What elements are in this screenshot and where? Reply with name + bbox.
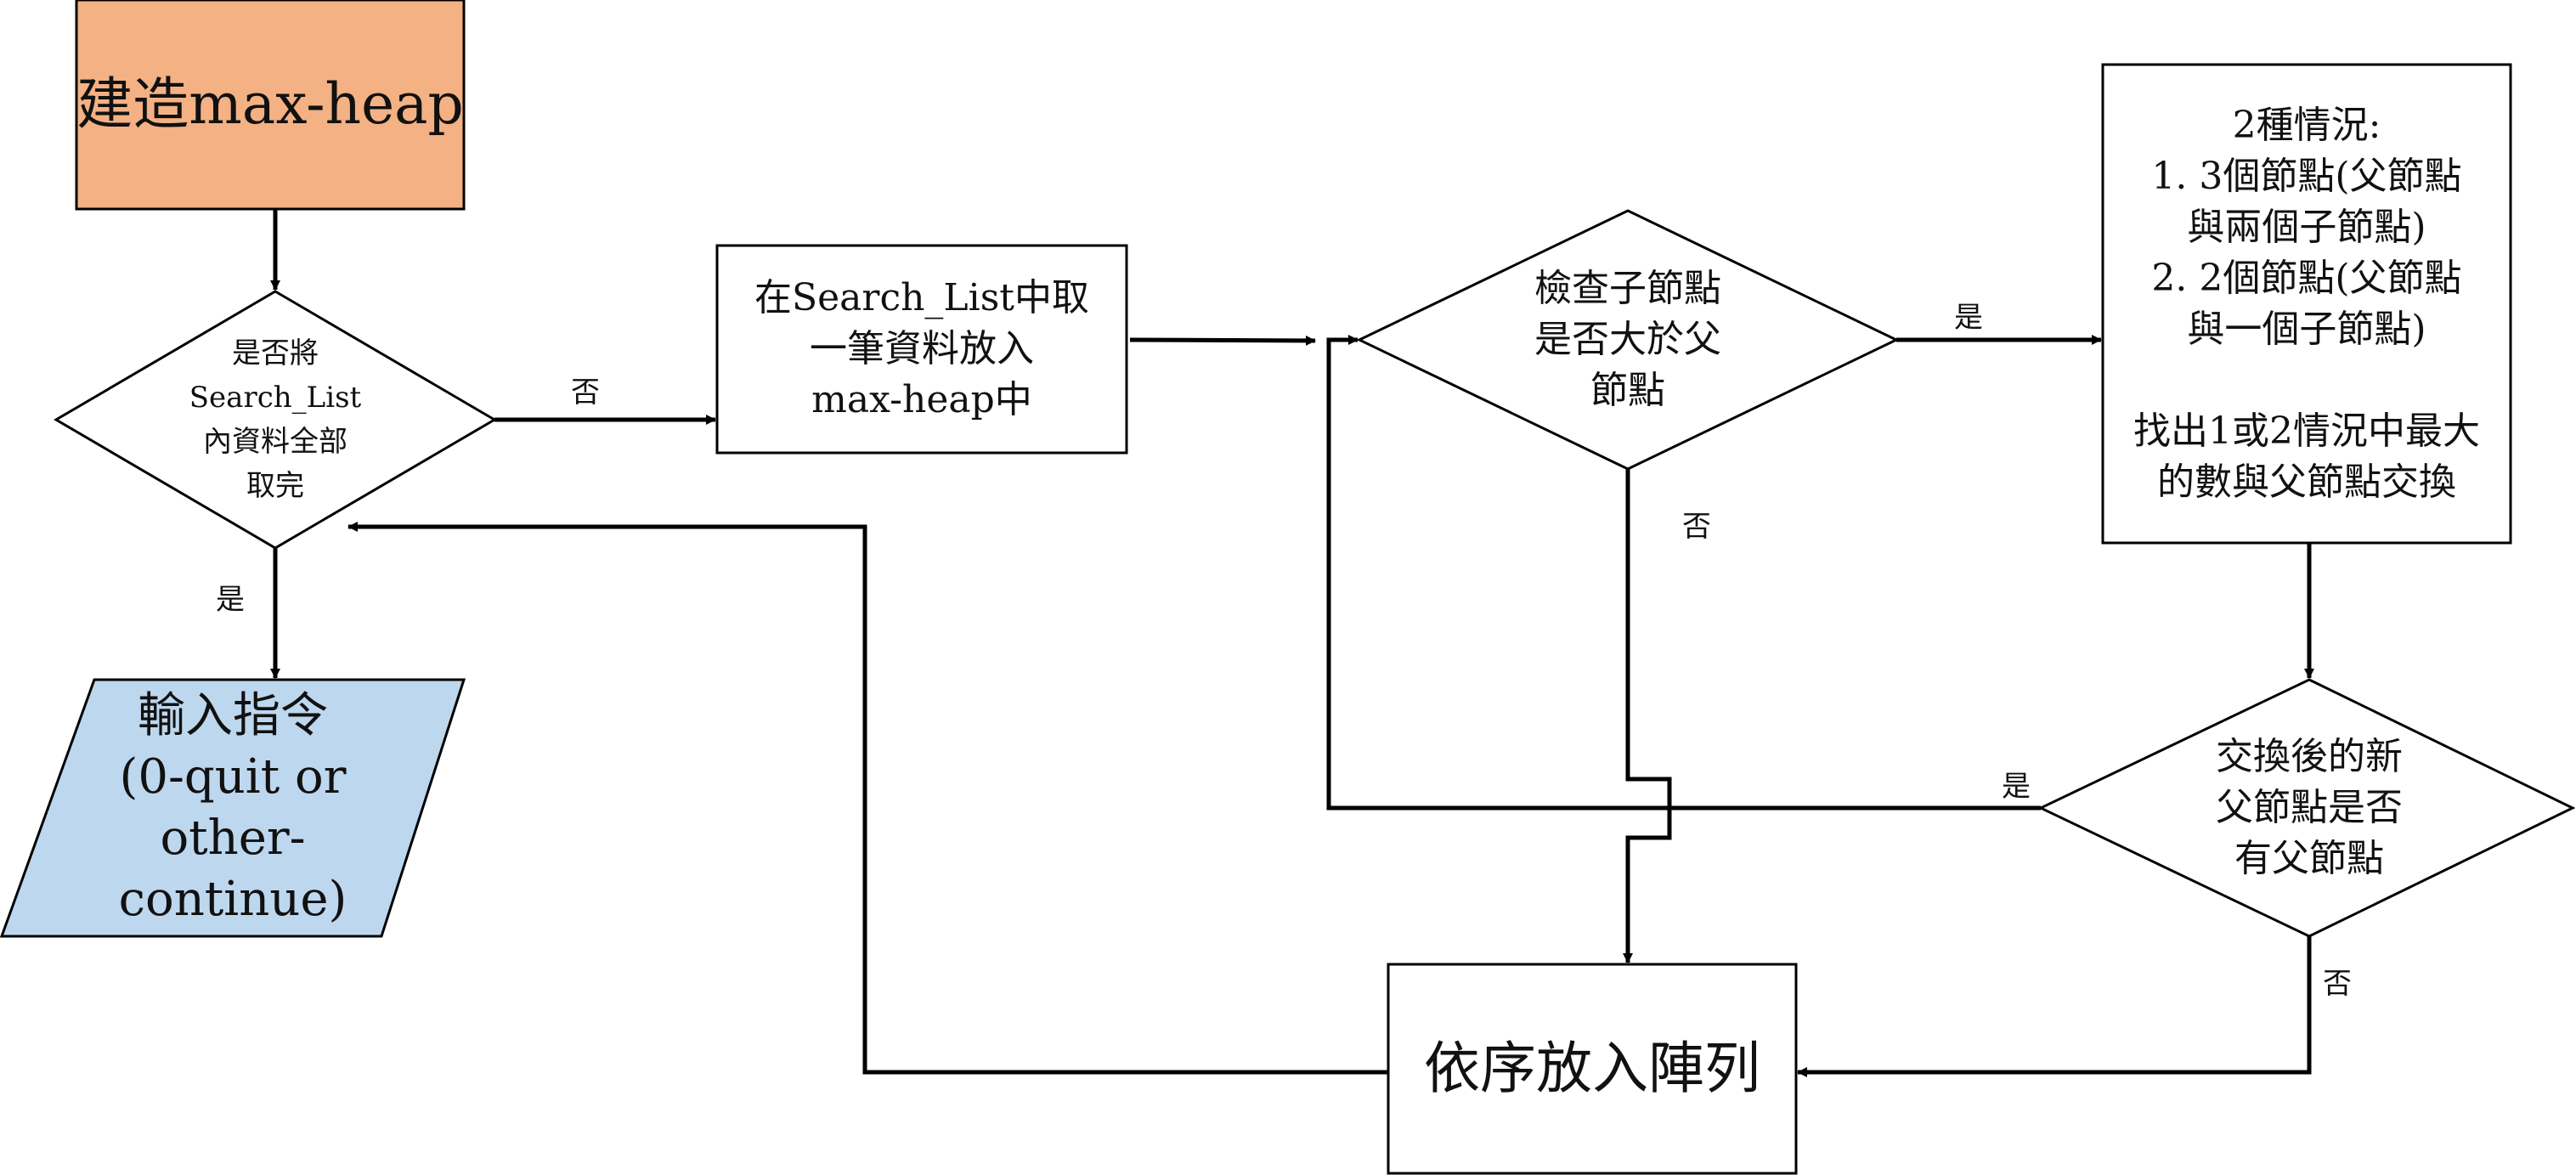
edge-label-yes-2: 是 xyxy=(1954,301,1983,335)
edge-label-yes-1: 是 xyxy=(216,583,245,617)
edge-label-no-1: 否 xyxy=(571,376,600,410)
put-array-label: 依序放入陣列 xyxy=(1424,1036,1760,1101)
edge-label-no-2: 否 xyxy=(1682,510,1711,544)
take-one-box xyxy=(715,244,1128,455)
take-one-label: 在Search_List中取 一筆資料放入 max-heap中 xyxy=(754,276,1089,421)
start-box xyxy=(75,0,466,211)
input-command-label: 輸入指令 (0-quit or other- continue) xyxy=(118,688,347,927)
start-label: 建造max-heap xyxy=(76,71,464,137)
edge-take-one-to-check xyxy=(1129,335,1316,346)
edge-array-back-to-decision xyxy=(347,522,1388,1075)
edge-check-no-to-array xyxy=(1623,469,1672,963)
decision-all-taken-label: 是否將 Search_List 內資料全部 取完 xyxy=(189,336,362,503)
check-child-label: 檢查子節點 是否大於父 節點 xyxy=(1534,267,1721,412)
edge-has-parent-yes-loop xyxy=(1326,335,2041,811)
two-cases-label: 2種情況: 1. 3個節點(父節點 與兩個子節點) 2. 2個節點(父節點 與一… xyxy=(2133,103,2480,504)
edge-label-no-3: 否 xyxy=(2323,967,2352,1001)
edge-label-yes-3: 是 xyxy=(2002,770,2031,804)
edge-has-parent-no-to-array xyxy=(1797,936,2312,1077)
has-parent-label: 交換後的新 父節點是否 有父節點 xyxy=(2216,735,2403,880)
input-command-parallelogram xyxy=(0,678,466,938)
two-cases-box xyxy=(2101,63,2512,545)
put-array-box xyxy=(1387,963,1798,1175)
